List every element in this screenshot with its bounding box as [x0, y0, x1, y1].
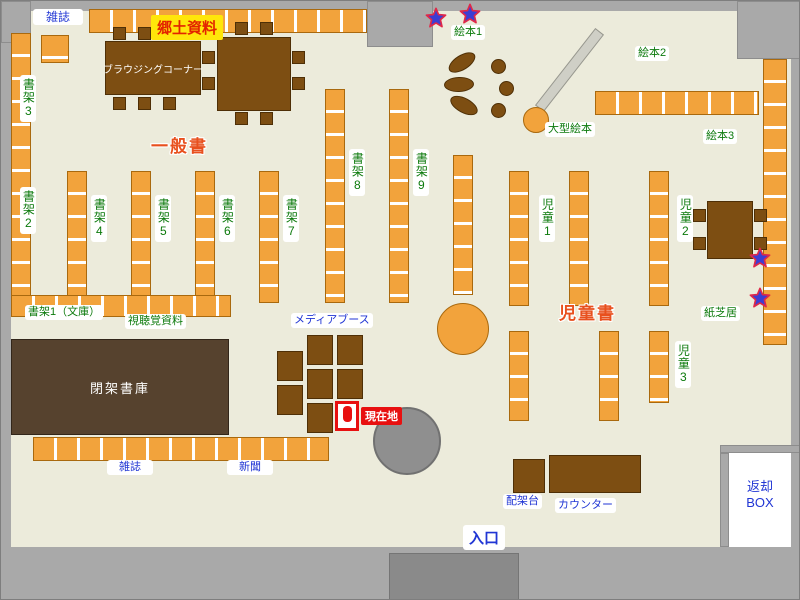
bookshelf-9-label: 書架9 [413, 149, 430, 196]
bookshelf-children-1b [569, 171, 589, 306]
star-icon [749, 287, 771, 308]
story-corner-stool [499, 81, 514, 96]
bookshelf-children-2 [649, 171, 669, 306]
media-booth [337, 335, 363, 365]
bookshelf-5 [131, 171, 151, 303]
bookshelf-6-label: 書架6 [219, 195, 236, 242]
sorting-table [513, 459, 545, 493]
large-picturebooks-label: 大型絵本 [545, 122, 595, 138]
chair [235, 112, 248, 125]
bookshelf-children-low-2 [599, 331, 619, 421]
local-materials-label: 郷土資料 [151, 15, 224, 40]
chair [235, 22, 248, 35]
picturebooks-1-label: 絵本1 [451, 25, 486, 41]
children-books-label: 児童書 [559, 304, 616, 323]
bookshelf-top-wall [89, 9, 367, 33]
return-box-room [729, 453, 791, 547]
chair [138, 97, 151, 110]
chair [202, 77, 215, 90]
bookshelf-5-label: 書架5 [155, 195, 172, 242]
chair [138, 27, 151, 40]
bookshelf-1-bunko-label: 書架1（文庫） [25, 305, 104, 321]
large-picturebook-stand [523, 107, 549, 133]
bookshelf-4 [67, 171, 87, 303]
children-3-label: 児童3 [675, 341, 692, 388]
general-books-label: 一般書 [151, 137, 208, 156]
current-location-booth [335, 401, 359, 431]
chair [260, 112, 273, 125]
sorting-table-label: 配架台 [503, 494, 542, 510]
browsing-table-2 [217, 37, 291, 111]
bookshelf-7-label: 書架7 [283, 195, 300, 242]
newspapers-label: 新聞 [227, 460, 273, 476]
bookshelf-8 [325, 89, 345, 303]
chair [202, 51, 215, 64]
bookshelf-3-label: 書架3 [20, 75, 37, 122]
media-booth [307, 335, 333, 365]
wall-corner-top-right [737, 1, 799, 59]
return-box-wall-top [720, 445, 799, 453]
star-icon [425, 7, 447, 28]
media-booth [307, 403, 333, 433]
media-booth [337, 369, 363, 399]
media-booth [277, 351, 303, 381]
bookshelf-8-label: 書架8 [349, 149, 366, 196]
entrance-label: 入口 [463, 525, 506, 550]
kamishibai-label: 紙芝居 [701, 306, 740, 322]
bookshelf-children-1a [509, 171, 529, 306]
return-box-label-line1: 返却 [746, 479, 773, 494]
children-2-label: 児童2 [677, 195, 694, 242]
bookshelf-6 [195, 171, 215, 303]
bookshelf-picturebooks-2 [595, 91, 759, 115]
counter-desk [549, 455, 641, 493]
chair [292, 77, 305, 90]
return-box-label-line2: BOX [746, 495, 774, 511]
chair [693, 237, 706, 250]
chair [163, 97, 176, 110]
magazines-top-label: 雑誌 [33, 9, 83, 26]
bookshelf-center [453, 155, 473, 295]
bookshelf-9 [389, 89, 409, 303]
browsing-table-1: ブラウジングコーナー [103, 41, 203, 95]
chair [693, 209, 706, 222]
current-location-label: 現在地 [361, 407, 402, 425]
bookshelf-magazines-top [41, 35, 69, 63]
chair [113, 27, 126, 40]
bookshelf-2-label: 書架2 [20, 187, 37, 234]
closed-stacks-label: 閉架書庫 [89, 380, 150, 396]
bookshelf-children-3 [649, 331, 669, 403]
chair [754, 209, 767, 222]
picturebooks-2-label: 絵本2 [635, 46, 670, 62]
bookshelf-children-low-1 [509, 331, 529, 421]
closed-stacks-room: 閉架書庫 [11, 339, 229, 435]
story-corner-stool [491, 103, 506, 118]
star-icon [749, 247, 771, 268]
children-table [707, 201, 753, 259]
chair [260, 22, 273, 35]
bookshelf-7 [259, 171, 279, 303]
entrance-recess [389, 553, 519, 599]
media-booth [307, 369, 333, 399]
magazines-bottom-label: 雑誌 [107, 460, 153, 476]
browsing-corner-label: ブラウジングコーナー [103, 64, 203, 76]
star-icon [459, 3, 481, 24]
counter-label: カウンター [555, 498, 616, 514]
picturebooks-3-label: 絵本3 [703, 129, 738, 145]
media-booth [277, 385, 303, 415]
wall-pillar-top [367, 1, 433, 47]
media-booth-label: メディアブース [291, 313, 373, 329]
story-corner-stool [491, 59, 506, 74]
chair [113, 97, 126, 110]
return-box-label: 返却 BOX [729, 479, 791, 512]
children-1-label: 児童1 [539, 195, 556, 242]
return-box-wall-left [720, 453, 729, 547]
bookshelf-magazines-newspapers [33, 437, 329, 461]
chair [292, 51, 305, 64]
bookshelf-4-label: 書架4 [91, 195, 108, 242]
round-shelf-table [437, 303, 489, 355]
av-materials-label: 視聴覚資料 [125, 314, 186, 330]
